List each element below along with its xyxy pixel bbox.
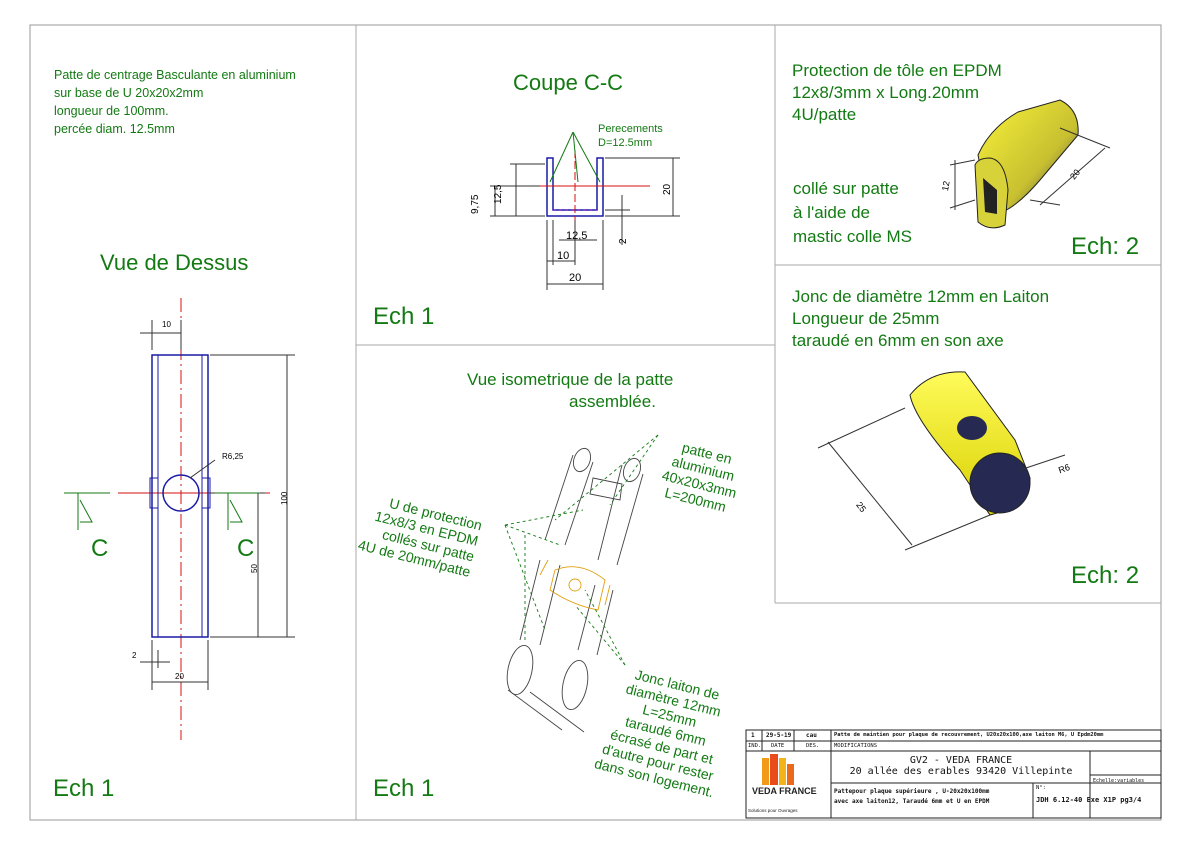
rev-ind: 1 [751, 732, 755, 739]
iso-title: Vue isometrique de la patte assemblée. [467, 369, 673, 413]
logo-text: VEDA FRANCE [752, 786, 817, 796]
epdm-note-line: collé sur patte [793, 179, 899, 198]
top-view-drawing [64, 298, 295, 740]
epdm-drawing [949, 99, 1111, 229]
epdm-title-line: Protection de tôle en EPDM [792, 61, 1002, 80]
section-scale: Ech 1 [373, 303, 435, 330]
header-modifications: MODIFICATIONS [834, 743, 878, 749]
number-label: N°: [1036, 785, 1046, 791]
header-des: DES. [806, 743, 820, 749]
drawing-description-line: avec axe laiton12, Taraudé 6mm et U en E… [834, 798, 990, 805]
jonc-title-line: Jonc de diamètre 12mm en Laiton [792, 287, 1050, 306]
header-date: DATE [771, 743, 785, 749]
iso-title-line: assemblée. [569, 392, 656, 411]
section-title: Coupe C-C [513, 70, 624, 95]
epdm-scale: Ech: 2 [1071, 233, 1140, 260]
rev-modification: Patte de maintien pour plaque de recouvr… [834, 732, 1104, 738]
note-line: D=12.5mm [598, 137, 653, 149]
epdm-dim-height: 12 [940, 180, 952, 192]
drawing-description: Pattepour plaque supérieure , U-20x20x10… [834, 787, 989, 807]
part-description: Patte de centrage Basculante en aluminiu… [54, 66, 296, 138]
description-line: sur base de U 20x20x2mm [54, 86, 204, 100]
scale-info: Echelle:variables [1093, 778, 1145, 784]
note-line: Perecements [598, 123, 663, 135]
rev-designer: cau [806, 732, 817, 739]
scale-label: Ech 1 [53, 775, 115, 802]
description-line: longueur de 100mm. [54, 104, 169, 118]
dim-top-width: 10 [162, 320, 171, 329]
section-mark-right: C [237, 535, 255, 562]
drawing-description-line: Pattepour plaque supérieure , U-20x20x10… [834, 788, 990, 795]
dim-width: 20 [175, 672, 184, 681]
dim-height-total: 100 [280, 491, 289, 505]
section-mark-left: C [91, 535, 109, 562]
dim-12-5-vertical: 12,5 [493, 184, 504, 204]
epdm-note: collé sur patte à l'aide de mastic colle… [793, 177, 912, 249]
dim-12-5-horizontal: 12,5 [566, 230, 588, 242]
epdm-note-line: mastic colle MS [793, 227, 913, 246]
iso-scale: Ech 1 [373, 775, 435, 802]
logo-subtext: Solutions pour Ouvrages [748, 808, 798, 813]
iso-title-line: Vue isometrique de la patte [467, 370, 674, 389]
dim-10: 10 [557, 250, 570, 262]
dim-2: 2 [618, 238, 629, 244]
jonc-title-line: taraudé en 6mm en son axe [792, 331, 1004, 350]
epdm-note-line: à l'aide de [793, 203, 870, 222]
jonc-title-line: Longueur de 25mm [792, 309, 940, 328]
dim-thickness: 2 [132, 651, 137, 660]
title-block-grid [745, 729, 1162, 819]
jonc-title: Jonc de diamètre 12mm en Laiton Longueur… [792, 286, 1049, 352]
company-address: 20 allée des erables 93420 Villepinte [849, 766, 1073, 777]
description-line: Patte de centrage Basculante en aluminiu… [54, 68, 296, 82]
dim-20-horizontal: 20 [569, 272, 582, 284]
epdm-title: Protection de tôle en EPDM 12x8/3mm x Lo… [792, 60, 1002, 126]
drawing-number: JDH 6.12-40 Exe X1P pg3/4 [1036, 796, 1142, 804]
section-note: Perecements D=12.5mm [598, 122, 663, 150]
header-ind: IND. [748, 743, 762, 749]
iso-drawing [504, 434, 659, 733]
section-drawing [490, 131, 680, 290]
top-view-title: Vue de Dessus [100, 250, 249, 275]
jonc-scale: Ech: 2 [1071, 562, 1140, 589]
sheet-border [29, 24, 1162, 821]
dim-radius: R6,25 [222, 452, 244, 461]
dim-20-vertical: 20 [662, 183, 673, 195]
company-name: GV2 - VEDA FRANCE [909, 755, 1013, 766]
description-line: percée diam. 12.5mm [54, 122, 175, 136]
company-block: GV2 - VEDA FRANCE 20 allée des erables 9… [836, 755, 1086, 777]
rev-date: 29-5-19 [766, 732, 792, 739]
epdm-title-line: 12x8/3mm x Long.20mm [792, 83, 980, 102]
jonc-drawing [817, 371, 1066, 551]
epdm-title-line: 4U/patte [792, 105, 857, 124]
dim-height-half: 50 [250, 564, 259, 573]
dim-9-75: 9,75 [470, 194, 481, 214]
logo-mark [762, 754, 794, 785]
